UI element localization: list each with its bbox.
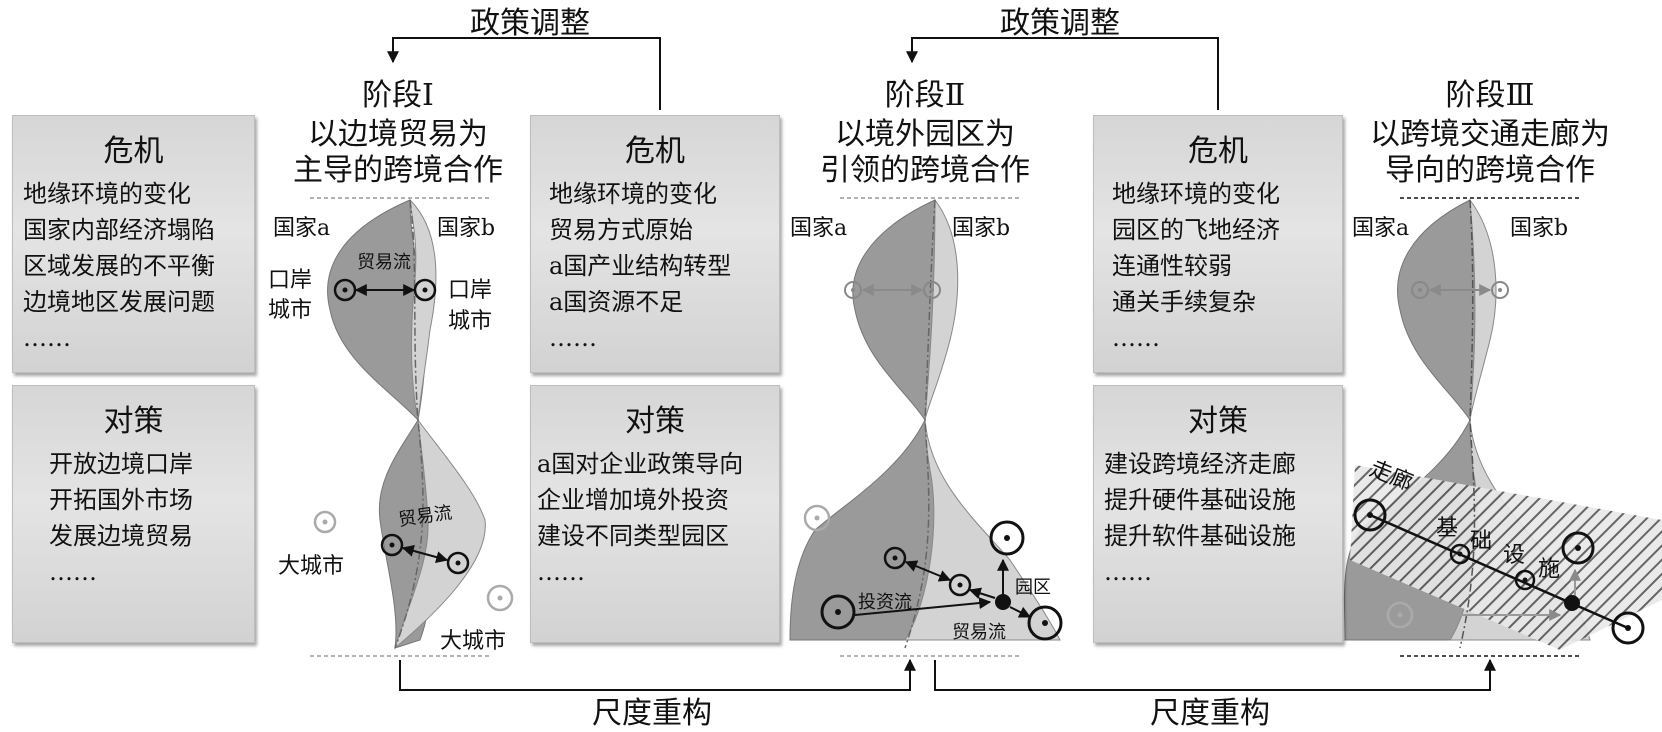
policy-adjust-label-2: 政策调整 [1000,6,1120,41]
stage2-country-a: 国家a [790,216,848,241]
stage2-map [789,197,1063,657]
policy-box-1: 对策 开放边境口岸 开拓国外市场 发展边境贸易 …… [12,385,255,643]
stage3-country-b: 国家b [1510,216,1569,241]
stage1-port-left-l2: 城市 [268,298,313,323]
policy-box-3: 对策 建设跨境经济走廊 提升硬件基础设施 提升软件基础设施 …… [1093,385,1343,643]
policy-item: 提升软件基础设施 [1104,522,1296,550]
stage3-infra-char: 设 [1503,543,1526,568]
crisis-box-title: 危机 [625,134,685,169]
policy-item: 开拓国外市场 [49,486,193,514]
stage1-trade-flow-top: 贸易流 [357,252,411,273]
stage3-infra-char: 础 [1470,529,1493,554]
stage1-title-line1: 以边境贸易为 [308,117,488,152]
crisis-item: …… [549,324,597,352]
crisis-item: 贸易方式原始 [549,216,693,244]
crisis-item: 地缘环境的变化 [1112,180,1280,208]
crisis-item: 区域发展的不平衡 [23,252,215,280]
stage3-title-line2: 导向的跨境合作 [1385,153,1595,188]
policy-adjust-arrow-2 [906,37,1219,110]
crisis-item: a国资源不足 [549,288,684,316]
policy-adjust-arrow-1 [387,37,661,110]
policy-item: …… [1104,558,1152,586]
scale-reconstruct-arrow-1 [399,658,916,691]
stage2-name: 阶段Ⅱ [884,78,966,113]
stage2-investment-flow: 投资流 [858,592,912,613]
policy-box-title: 对策 [1188,404,1248,439]
crisis-item: …… [23,324,71,352]
policy-item: …… [537,558,585,586]
stage1-port-right-l1: 口岸 [448,278,493,303]
crisis-item: …… [1112,324,1160,352]
stage3-country-a: 国家a [1352,216,1410,241]
crisis-box-3: 危机 地缘环境的变化 园区的飞地经济 连通性较弱 通关手续复杂 …… [1093,115,1343,373]
policy-item: 企业增加境外投资 [537,486,729,514]
stage2-park: 园区 [1015,577,1051,598]
stage3-title-line1: 以跨境交通走廊为 [1370,117,1610,152]
crisis-box-1: 危机 地缘环境的变化 国家内部经济塌陷 区域发展的不平衡 边境地区发展问题 …… [12,115,255,373]
stage1-name: 阶段Ⅰ [362,78,434,113]
policy-item: 建设不同类型园区 [537,522,729,550]
stage3-infra-char: 施 [1538,557,1561,582]
stage1-big-city-right: 大城市 [440,629,507,654]
stage1-title-line2: 主导的跨境合作 [293,153,503,188]
policy-item: 开放边境口岸 [49,450,193,478]
scale-reconstruct-arrow-2 [934,658,1496,691]
stage1-port-right-l2: 城市 [448,309,493,334]
crisis-item: 连通性较弱 [1112,252,1232,280]
crisis-box-title: 危机 [103,134,164,169]
stage3-infra-char: 基 [1436,516,1459,541]
crisis-item: 地缘环境的变化 [23,180,191,208]
crisis-item: 园区的飞地经济 [1112,216,1280,244]
policy-item: 提升硬件基础设施 [1104,486,1296,514]
policy-box-title: 对策 [625,404,685,439]
stage1-country-b: 国家b [437,216,496,241]
crisis-item: 地缘环境的变化 [549,180,717,208]
stage3-name: 阶段Ⅲ [1445,78,1535,113]
stage1-country-a: 国家a [273,216,331,241]
policy-item: 建设跨境经济走廊 [1104,450,1296,478]
policy-item: 发展边境贸易 [49,522,193,550]
policy-item: a国对企业政策导向 [537,450,744,478]
stage2-country-b: 国家b [952,216,1011,241]
crisis-item: 通关手续复杂 [1112,288,1256,316]
stage2-trade-flow: 贸易流 [952,622,1006,643]
policy-box-2: 对策 a国对企业政策导向 企业增加境外投资 建设不同类型园区 …… [530,385,780,643]
crisis-item: 国家内部经济塌陷 [23,216,215,244]
policy-box-title: 对策 [103,404,164,439]
crisis-item: a国产业结构转型 [549,252,732,280]
crisis-item: 边境地区发展问题 [23,288,215,316]
stage1-big-city-left: 大城市 [278,554,345,579]
crisis-box-title: 危机 [1188,134,1248,169]
stage1-port-left-l1: 口岸 [268,268,313,293]
stage3-map [1343,197,1662,657]
stage2-title-line1: 以境外园区为 [835,117,1015,152]
stage1-map [310,197,514,657]
policy-item: …… [49,558,97,586]
stage2-title-line2: 引领的跨境合作 [820,153,1030,188]
scale-reconstruct-label-1: 尺度重构 [592,696,712,731]
policy-adjust-label-1: 政策调整 [470,6,590,41]
crisis-box-2: 危机 地缘环境的变化 贸易方式原始 a国产业结构转型 a国资源不足 …… [530,115,780,373]
scale-reconstruct-label-2: 尺度重构 [1150,696,1270,731]
